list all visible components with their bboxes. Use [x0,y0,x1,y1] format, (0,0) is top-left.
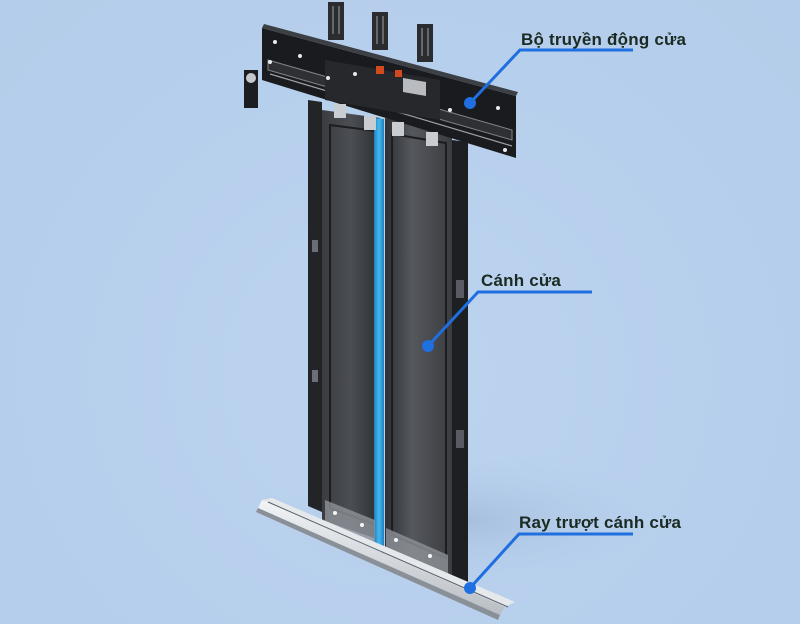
callout-label-door-operator: Bộ truyền động cửa [521,30,687,49]
sill-rail [256,498,515,620]
leader-door-panel [426,290,592,348]
door-panels [322,110,452,578]
leader-sill-rail [468,532,633,590]
center-light-strip [374,118,384,556]
callout-dot-sill-rail [464,582,476,594]
leader-door-operator [468,48,633,105]
callout-label-sill-rail: Ray trượt cánh cửa [519,513,682,532]
callout-dot-door-operator [464,97,476,109]
callout-dots [422,97,476,594]
callout-dot-door-panel [422,340,434,352]
door-operator-header [244,2,518,158]
callout-leaders [426,48,633,590]
door-frame [308,100,468,585]
callout-label-door-panel: Cánh cửa [481,271,562,290]
